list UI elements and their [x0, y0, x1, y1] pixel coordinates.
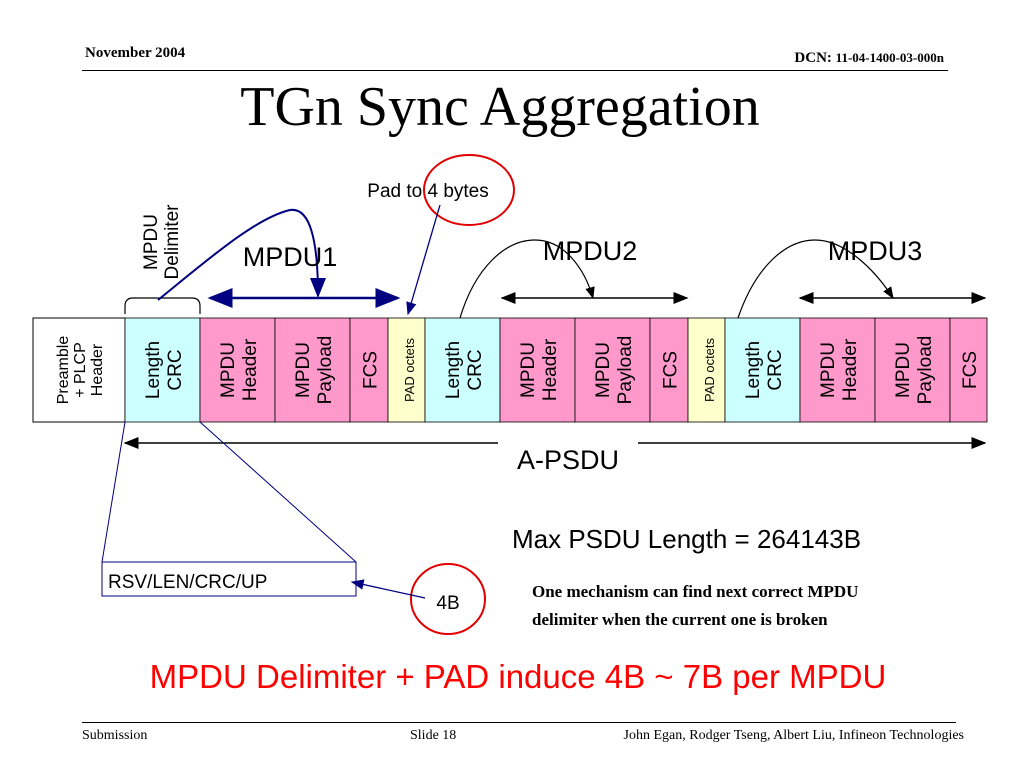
field-mpdu-7: MPDUHeader	[499, 317, 576, 423]
field-label: MPDUHeader	[818, 338, 861, 401]
four-b-arrow	[350, 579, 426, 599]
field-label: FCS	[661, 351, 682, 389]
mpdu2-curve-arrow	[459, 239, 595, 319]
preamble-label: Preamble+ PLCPHeader	[55, 336, 106, 405]
mechanism-note-line1: One mechanism can find next correct MPDU	[532, 582, 858, 601]
field-mpdu-13: MPDUPayload	[874, 317, 951, 423]
pad-pointer-arrow	[406, 204, 441, 316]
field-label: MPDUHeader	[218, 338, 261, 401]
frame-fields: LengthCRC MPDUHeader MPDUPayload FCS PAD oct…	[124, 317, 988, 423]
field-label: PAD octets	[402, 337, 417, 402]
mpdu1-label: MPDU1	[243, 242, 338, 272]
field-delim-1: LengthCRC	[124, 317, 201, 423]
max-psdu-length: Max PSDU Length = 264143B	[512, 524, 861, 554]
mpdu-delimiter-label: MPDUDelimiter	[141, 204, 183, 280]
field-box	[799, 317, 876, 423]
field-mpdu-8: MPDUPayload	[574, 317, 651, 423]
footer-rule	[82, 722, 956, 723]
field-label: MPDUHeader	[518, 338, 561, 401]
zoom-line-right	[199, 421, 357, 563]
mechanism-note-line2: delimiter when the current one is broken	[532, 610, 828, 629]
field-box	[724, 317, 801, 423]
delimiter-to-mpdu1-arrow	[157, 208, 326, 301]
header-date: November 2004	[85, 45, 186, 61]
field-label: LengthCRC	[143, 341, 186, 399]
field-delim-11: LengthCRC	[724, 317, 801, 423]
zoom-line-left	[101, 421, 126, 563]
field-label: MPDUPayload	[593, 336, 636, 405]
field-box	[124, 317, 201, 423]
field-mpdu-2: MPDUHeader	[199, 317, 276, 423]
rsv-box	[101, 561, 357, 597]
pad-highlight-circle	[423, 154, 515, 226]
field-box	[949, 317, 988, 423]
field-box	[687, 317, 726, 423]
slide-title: TGn Sync Aggregation	[240, 76, 760, 138]
rsv-label: RSV/LEN/CRC/UP	[108, 572, 267, 593]
four-b-circle	[410, 563, 486, 635]
field-label: MPDUPayload	[893, 336, 936, 405]
dcn-number: 11-04-1400-03-000n	[835, 50, 944, 65]
four-b-label: 4B	[436, 593, 459, 614]
field-label: FCS	[361, 351, 382, 389]
footer-authors: John Egan, Rodger Tseng, Albert Liu, Inf…	[623, 728, 964, 743]
field-label: MPDUPayload	[293, 336, 336, 405]
dcn-prefix: DCN:	[794, 50, 832, 66]
field-box	[499, 317, 576, 423]
field-mpdu-9: FCS	[649, 317, 689, 423]
mpdu3-curve-arrow	[737, 239, 894, 319]
field-box	[199, 317, 276, 423]
field-pad-10: PAD octets	[687, 317, 726, 423]
delimiter-bracket	[124, 297, 201, 314]
field-box	[574, 317, 651, 423]
field-delim-6: LengthCRC	[424, 317, 501, 423]
field-pad-5: PAD octets	[387, 317, 426, 423]
field-label: FCS	[960, 351, 981, 389]
footer-slide-number: Slide 18	[410, 728, 457, 743]
footer-submission: Submission	[82, 728, 148, 743]
field-mpdu-3: MPDUPayload	[274, 317, 351, 423]
overhead-statement: MPDU Delimiter + PAD induce 4B ~ 7B per …	[150, 658, 887, 695]
preamble-box: Preamble+ PLCPHeader	[32, 317, 126, 423]
mpdu3-label: MPDU3	[828, 236, 923, 266]
field-mpdu-14: FCS	[949, 317, 988, 423]
field-mpdu-12: MPDUHeader	[799, 317, 876, 423]
mpdu2-label: MPDU2	[543, 236, 638, 266]
field-label: LengthCRC	[443, 341, 486, 399]
field-label: PAD octets	[702, 337, 717, 402]
apsdu-label: A-PSDU	[517, 445, 619, 475]
apsdu-label-bg	[498, 440, 638, 470]
field-label: LengthCRC	[743, 341, 786, 399]
field-mpdu-4: FCS	[349, 317, 389, 423]
field-box	[274, 317, 351, 423]
field-box	[349, 317, 389, 423]
header-rule	[82, 70, 948, 71]
field-box	[649, 317, 689, 423]
header-dcn: DCN: 11-04-1400-03-000n	[794, 50, 944, 67]
pad-to-label: Pad to 4 bytes	[367, 181, 488, 202]
